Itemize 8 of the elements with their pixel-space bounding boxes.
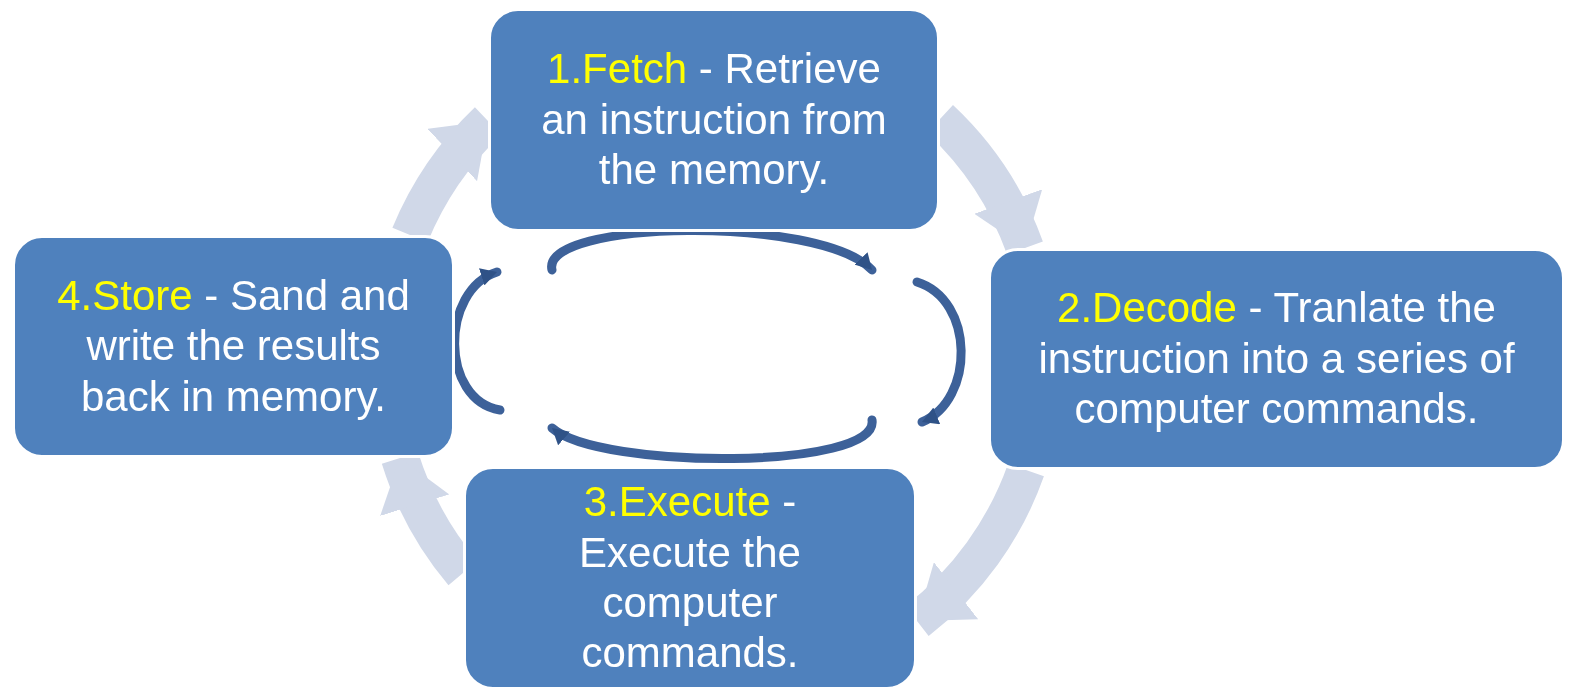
step-description: 4.Store - Sand and write the results back in memory.	[56, 270, 411, 422]
process-box	[463, 466, 917, 690]
step-description: 1.Fetch - Retrieve an instruction from the memory.	[540, 44, 888, 196]
process-box	[12, 235, 455, 458]
step-description: 2.Decode - Tranlate the instruction into a series of computer commands.	[1037, 283, 1516, 435]
process-box	[988, 248, 1565, 470]
step-description: 3.Execute - Execute the computer commands.	[578, 477, 802, 679]
process-box	[488, 8, 940, 232]
